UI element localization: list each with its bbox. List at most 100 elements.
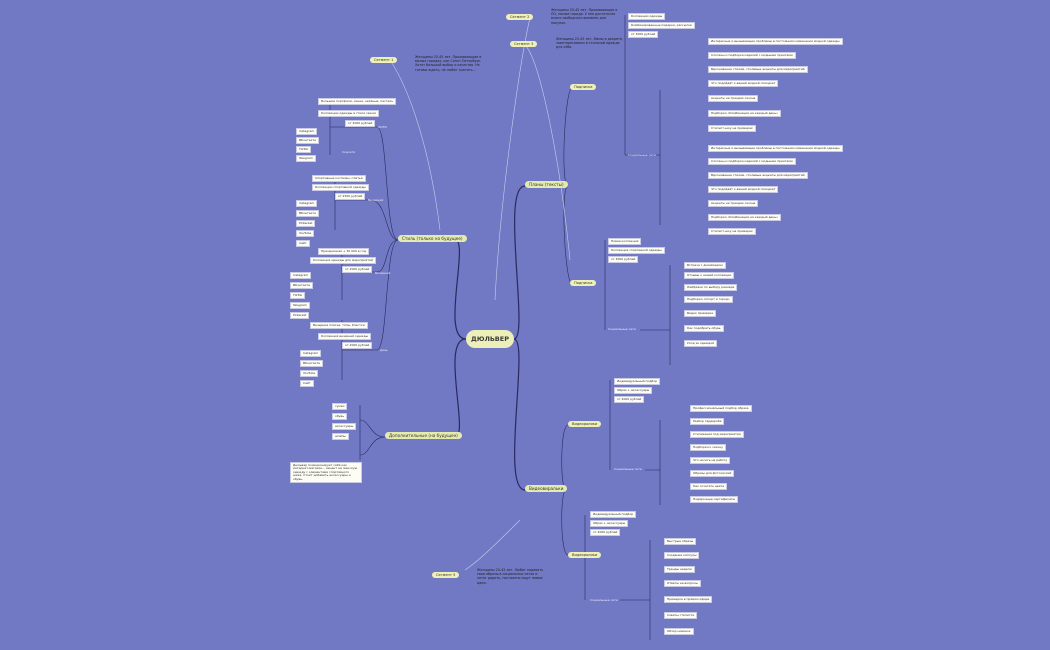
style-a-0: Большие портфели, синие, зелёные, пастел…	[318, 98, 396, 105]
style-sub-youtube-4: YouTube	[300, 370, 319, 377]
plans-p2-1: Коллекция спортивной одежды	[608, 247, 665, 254]
plans-p1-item-5b: Подборки «Комбинации на каждый день»	[708, 214, 781, 221]
video-v2-item-0: Быстрые образы	[664, 538, 697, 545]
style-d-0: Вечерние платья, топы, блестки	[310, 322, 368, 329]
plans-p1-item-4b: Акценты на трендах сезона	[708, 200, 759, 207]
style-sub-instagram: Instagram	[296, 128, 318, 135]
video-v1-2: от 4000 рублей	[614, 396, 645, 403]
segment-2[interactable]: Сегмент 2	[506, 14, 534, 20]
plans-p2-0: Новая коллекция	[608, 238, 642, 245]
plans-p1-item-1: Слоганы и подборка изделий с модными при…	[708, 52, 796, 59]
video-v2-2: от 4000 рублей	[590, 529, 621, 536]
video-v2-0: Индивидуальный подбор	[590, 511, 637, 518]
segment-5-note: Женщины 25-45 лет. Любят подавать свои о…	[477, 568, 544, 585]
root-node[interactable]: ДЮЛЬВЕР	[466, 330, 514, 348]
extra-note: Дюльвер позиционирует себя как интернет-…	[290, 462, 362, 483]
plans-p2-item-2: Лайфхаки по выбору размера	[684, 284, 738, 291]
style-a-1: Коллекции одежды в стиле casual	[318, 110, 379, 117]
video-v1-item-0: Профессиональный подбор образа	[690, 405, 752, 412]
plans-p2-item-0: Встреча с дизайнером	[684, 262, 726, 269]
plans-p1-item-0: Интересные и вызывающие проблемы в посто…	[708, 38, 843, 45]
plans-p2-item-6: Уход за одеждой	[684, 340, 718, 347]
plans-p1-item-5: Подборки «Комбинации на каждый день»	[708, 110, 781, 117]
style-sub-instagram-2: Instagram	[296, 200, 318, 207]
video-branch-1[interactable]: Видеоролики	[568, 421, 602, 427]
style-sub-vk-2: ВКонтакте	[296, 210, 319, 217]
style-sub-vk-3: ВКонтакте	[290, 282, 313, 289]
plans-p1-item-3: Что подойдёт к вашей модной походке?	[708, 80, 779, 87]
segment-1[interactable]: Сегмент 1	[370, 57, 398, 63]
segment-2-note: Женщины 25-45 лет. Проживающие в ЛО, мал…	[551, 8, 618, 25]
style-sub-pinterest-3: Pinterest	[290, 312, 310, 319]
video-social-label-2: Социальные сети	[590, 598, 618, 602]
main-node-video[interactable]: Видеовиральки	[525, 485, 568, 492]
plans-p1-2: от 3000 рублей	[628, 31, 659, 38]
style-sub-tiktok: TikTok	[296, 146, 312, 153]
extra-item-0: сумки	[332, 403, 348, 410]
extra-item-2: аксессуары	[332, 423, 357, 430]
extra-item-3: шляпы	[332, 433, 349, 440]
style-c-2: от 2000 рублей	[342, 266, 373, 273]
plans-social-label: Социальные сети	[628, 153, 656, 157]
segment-3[interactable]: Сегмент 3	[510, 41, 538, 47]
main-node-extra[interactable]: Дополнительные (на будущее)	[385, 432, 462, 439]
plans-p1-item-3b: Что подойдёт к вашей модной походке?	[708, 186, 779, 193]
style-sub-telegram-3: Telegram	[290, 302, 310, 309]
video-v2-item-1: Создание капсулы	[664, 552, 700, 559]
video-v1-0: Индивидуальный подбор	[614, 378, 661, 385]
plans-p1-item-6: Стилист-шоу на примерах	[708, 125, 756, 132]
style-d-3: день	[380, 348, 388, 352]
video-v2-item-6: Обзор новинок	[664, 628, 694, 635]
style-d-1: Коллекция вечерней одежды	[318, 333, 371, 340]
segment-3-note: Женщины 25-45 лет. Мамы в декрете, заинт…	[556, 37, 623, 50]
video-v1-item-5: Образы для фотосессий	[690, 470, 735, 477]
style-a-4: Соцсети	[342, 150, 356, 154]
style-sub-tiktok-3: TikTok	[290, 292, 306, 299]
main-node-plans[interactable]: Планы (тексты)	[525, 181, 568, 188]
plans-social-label-2: Социальные сети	[608, 327, 636, 331]
plans-p2-item-1: Отзывы о нашей коллекции	[684, 272, 735, 279]
video-v2-item-4: Примерка в прямом эфире	[664, 596, 713, 603]
main-node-style[interactable]: Стиль (только на будущее)	[398, 235, 467, 242]
video-v2-item-2: Тренды недели	[664, 566, 695, 573]
style-sub-telegram: Telegram	[296, 155, 316, 162]
style-b-0: Спортивные костюмы, платья	[312, 175, 366, 182]
style-sub-site-4: Сайт	[300, 380, 314, 387]
video-v1-item-6: Как сочетать цвета	[690, 483, 728, 490]
plans-p1-item-4: Акценты на трендах сезона	[708, 95, 759, 102]
plans-p2-2: от 3000 рублей	[608, 256, 639, 263]
video-branch-2[interactable]: Видеоролики	[568, 552, 602, 558]
plans-p1-item-2: Вдохновение стилем, стилевые акценты для…	[708, 66, 808, 73]
extra-item-1: обувь	[332, 413, 347, 420]
plans-branch-1[interactable]: Подписка	[570, 84, 597, 90]
style-sub-youtube-2: YouTube	[296, 230, 315, 237]
style-c-3: Вечерний	[375, 271, 391, 275]
plans-p1-item-0b: Интересные и вызывающие проблемы в посто…	[708, 145, 843, 152]
plans-p1-1: Комбинированные подарки, рассылки	[628, 22, 695, 29]
style-sub-site-2: Сайт	[296, 240, 310, 247]
style-d-2: от 2000 рублей	[342, 342, 373, 349]
style-sub-vk: ВКонтакте	[296, 137, 319, 144]
video-v1-item-4: Что носить на работу	[690, 457, 731, 464]
style-b-3: Вечерний	[368, 198, 384, 202]
video-v2-item-5: Советы стилиста	[664, 612, 698, 619]
video-v1-item-7: Подарочные сертификаты	[690, 496, 739, 503]
plans-p1-item-1b: Слоганы и подборка изделий с модными при…	[708, 158, 796, 165]
style-b-1: Коллекции спортивной одежды	[312, 184, 369, 191]
plans-branch-2[interactable]: Подписка	[570, 280, 597, 286]
plans-p1-0: Коллекции одежды	[628, 13, 666, 20]
segment-1-note: Женщины 25-45 лет. Проживающие в малых г…	[415, 55, 482, 72]
video-v2-1: Образ + аксессуары	[590, 520, 629, 527]
style-a-2: от 2000 рублей	[345, 120, 376, 127]
video-social-label: Социальные сети	[614, 467, 642, 471]
style-sub-instagram-4: Instagram	[300, 350, 322, 357]
plans-p1-item-2b: Вдохновение стилем, стилевые акценты для…	[708, 172, 808, 179]
video-v1-1: Образ + аксессуары	[614, 387, 653, 394]
style-sub-pinterest-2: Pinterest	[296, 220, 316, 227]
video-v1-item-3: Подборки к сезону	[690, 444, 726, 451]
segment-5[interactable]: Сегмент 5	[432, 572, 460, 578]
style-sub-vk-4: ВКонтакте	[300, 360, 323, 367]
style-a-3: OOTD	[378, 125, 387, 129]
